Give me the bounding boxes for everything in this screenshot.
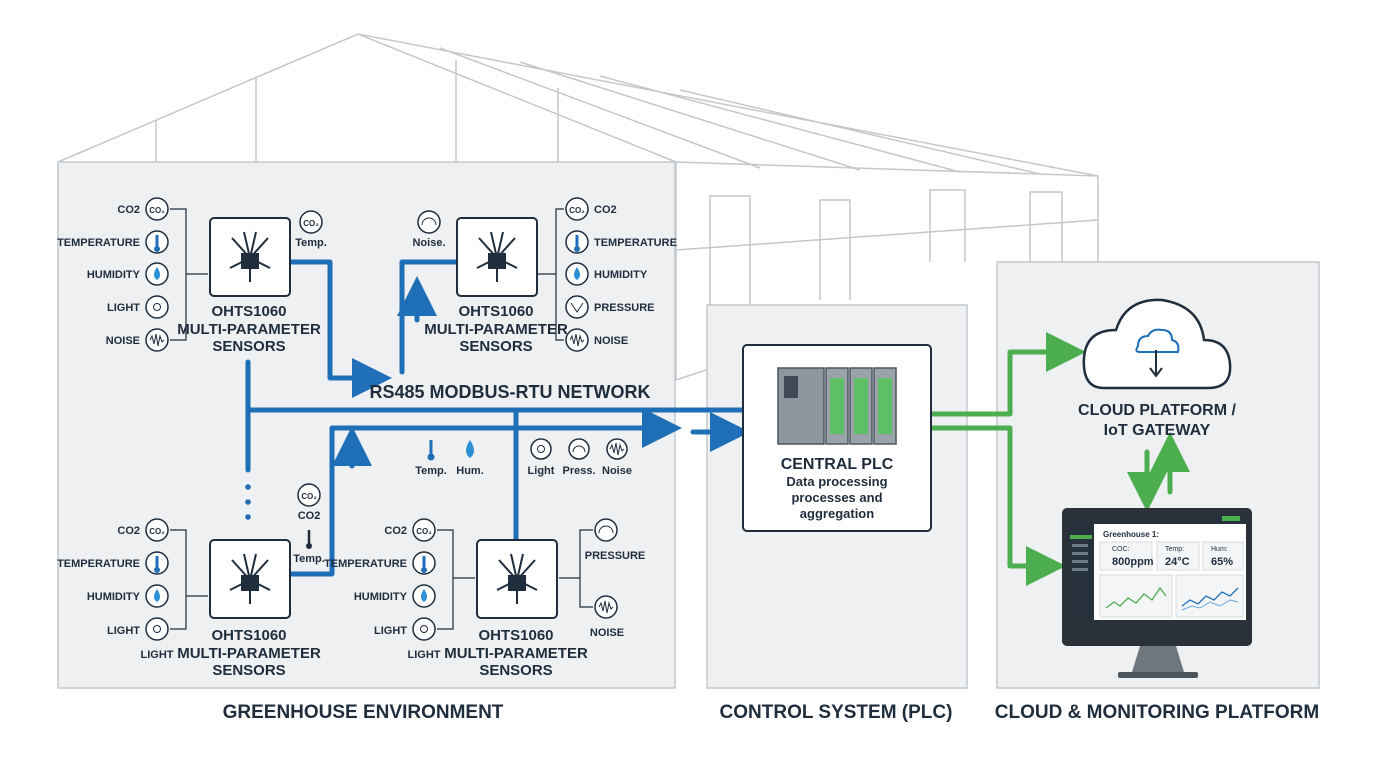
- diagram-label: OHTS1060: [211, 627, 286, 644]
- pressure-gauge-icon: [565, 295, 589, 319]
- diagram-label: CLOUD PLATFORM /: [1078, 402, 1236, 419]
- svg-text:CO₂: CO₂: [149, 527, 165, 536]
- diagram-label: processes and: [791, 490, 882, 505]
- diagram-label: HUMIDITY: [354, 591, 408, 603]
- pressure-gauge-icon: [594, 518, 618, 542]
- co2-icon: [565, 197, 589, 221]
- humidity-drop-icon: [466, 440, 474, 458]
- diagram-label: COC:: [1112, 546, 1130, 553]
- diagram-label: Temp.: [415, 465, 447, 477]
- diagram-label: Press.: [562, 465, 595, 477]
- svg-text:CO₂: CO₂: [416, 527, 432, 536]
- cloud-icon: [1082, 298, 1232, 390]
- sensor-unit-2: OHTS1060 MULTI-PARAMETER SENSORS Noise. …: [412, 197, 677, 355]
- dashboard-sidebar[interactable]: [1068, 524, 1094, 620]
- diagram-label: 24°C: [1165, 556, 1190, 568]
- diagram-label: HUMIDITY: [87, 269, 141, 281]
- diagram-label: Noise: [602, 465, 632, 477]
- diagram-label: PRESSURE: [585, 550, 646, 562]
- diagram-label: SENSORS: [212, 338, 285, 355]
- co2-icon: [145, 518, 169, 542]
- diagram-label: TEMPERATURE: [57, 237, 140, 249]
- light-sun-icon: [412, 617, 436, 641]
- cloud-links: [902, 332, 1190, 586]
- greenhouse-building: [57, 33, 1099, 382]
- diagram-label: LIGHT: [374, 625, 407, 637]
- gauge-icon: [417, 210, 441, 234]
- diagram-label: HUMIDITY: [594, 269, 648, 281]
- sensor-unit-1: OHTS1060 MULTI-PARAMETER SENSORS CO₂ CO₂…: [57, 197, 327, 355]
- diagram-label: LIGHT: [107, 625, 140, 637]
- light-sun-icon: [145, 295, 169, 319]
- dashboard-chart-1: [1099, 574, 1173, 618]
- svg-text:CO₂: CO₂: [303, 219, 319, 228]
- diagram-label: OHTS1060: [211, 303, 286, 320]
- diagram-label: LIGHT: [408, 649, 441, 661]
- diagram-label: Noise.: [412, 237, 445, 249]
- diagram-label: CENTRAL PLC: [781, 456, 894, 473]
- sensor-unit-3: OHTS1060 MULTI-PARAMETER SENSORS CO₂ CO₂…: [57, 483, 325, 679]
- diagram-label: HUMIDITY: [87, 591, 141, 603]
- diagram-label: Hum:: [1211, 546, 1228, 553]
- section-greenhouse-label: GREENHOUSE ENVIRONMENT: [223, 702, 504, 723]
- diagram-label: LIGHT: [107, 302, 140, 314]
- section-cloud-label: CLOUD & MONITORING PLATFORM: [995, 702, 1319, 723]
- co2-icon: [297, 483, 321, 507]
- diagram-label: IoT GATEWAY: [1104, 422, 1211, 439]
- svg-text:CO₂: CO₂: [149, 206, 165, 215]
- diagram-label: SENSORS: [212, 662, 285, 679]
- co2-icon: [299, 210, 323, 234]
- diagram-label: SENSORS: [479, 662, 552, 679]
- diagram-label: OHTS1060: [458, 303, 533, 320]
- diagram-label: CO2: [117, 204, 140, 216]
- co2-icon: [145, 197, 169, 221]
- diagram-label: NOISE: [594, 335, 628, 347]
- diagram-label: CO2: [594, 204, 617, 216]
- dashboard-chart-2: [1175, 574, 1244, 618]
- diagram-label: 65%: [1211, 556, 1233, 568]
- svg-text:CO₂: CO₂: [569, 206, 585, 215]
- mid-parameter-row: Temp. Hum. Light Press. Noise: [415, 438, 632, 477]
- diagram-label: Temp.: [293, 553, 325, 565]
- diagram-label: Temp:: [1165, 546, 1184, 553]
- dashboard-title: Greenhouse 1:: [1103, 530, 1159, 539]
- diagram-label: Hum.: [456, 465, 484, 477]
- diagram-label: NOISE: [106, 335, 140, 347]
- diagram-label: MULTI-PARAMETER: [177, 645, 321, 662]
- diagram-label: MULTI-PARAMETER: [177, 321, 321, 338]
- monitoring-dashboard: Greenhouse 1: COC: 800ppm Temp: 24°C Hum…: [1062, 508, 1252, 678]
- co2-icon: [412, 518, 436, 542]
- diagram-label: aggregation: [800, 506, 874, 521]
- network-label: RS485 MODBUS-RTU NETWORK: [369, 382, 650, 402]
- diagram-label: SENSORS: [459, 338, 532, 355]
- diagram-label: CO2: [298, 510, 321, 522]
- diagram-label: TEMPERATURE: [57, 558, 140, 570]
- diagram-label: CO2: [384, 525, 407, 537]
- light-sun-icon: [530, 438, 552, 460]
- diagram-label: Temp.: [295, 237, 327, 249]
- diagram-label: OHTS1060: [478, 627, 553, 644]
- diagram-label: CO2: [117, 525, 140, 537]
- sensor-unit-4: OHTS1060 MULTI-PARAMETER SENSORS CO₂ CO2…: [324, 518, 646, 679]
- diagram-label: MULTI-PARAMETER: [444, 645, 588, 662]
- diagram-label: PRESSURE: [594, 302, 655, 314]
- central-plc: CENTRAL PLC Data processing processes an…: [742, 344, 932, 532]
- section-control-label: CONTROL SYSTEM (PLC): [720, 702, 953, 723]
- diagram-label: LIGHT: [141, 649, 174, 661]
- svg-text:CO₂: CO₂: [301, 492, 317, 501]
- diagram-label: TEMPERATURE: [324, 558, 407, 570]
- plc-hardware-icon: [777, 367, 897, 445]
- diagram-label: MULTI-PARAMETER: [424, 321, 568, 338]
- continuation-dots: [245, 484, 251, 520]
- diagram-label: 800ppm: [1112, 556, 1154, 568]
- diagram-label: NOISE: [590, 627, 624, 639]
- rs485-network-lines: [245, 259, 784, 577]
- diagram-label: TEMPERATURE: [594, 237, 677, 249]
- cloud-platform: CLOUD PLATFORM / IoT GATEWAY: [1078, 298, 1237, 439]
- diagram-label: Data processing: [786, 474, 887, 489]
- light-sun-icon: [145, 617, 169, 641]
- pressure-gauge-icon: [568, 438, 590, 460]
- diagram-label: Light: [528, 465, 555, 477]
